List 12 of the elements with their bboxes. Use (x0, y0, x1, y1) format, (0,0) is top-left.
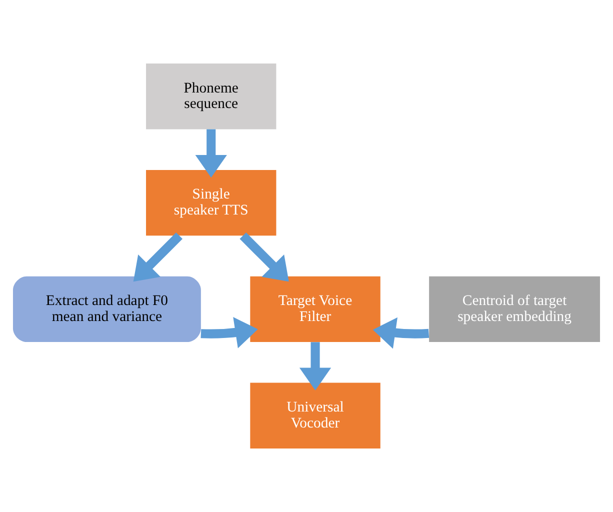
arrow (200, 316, 258, 348)
node-box: Single speaker TTS (146, 170, 276, 236)
arrow (195, 129, 227, 178)
node-box: Extract and adapt F0 mean and variance (12, 276, 201, 342)
node-box: Target Voice Filter (250, 276, 380, 342)
node-box: Universal Vocoder (250, 382, 380, 448)
arrow (372, 317, 430, 349)
node-box: Phoneme sequence (146, 64, 276, 130)
arrow (133, 232, 182, 282)
arrow (240, 232, 289, 282)
arrow (299, 342, 332, 390)
node-box: Centroid of target speaker embedding (429, 276, 600, 342)
